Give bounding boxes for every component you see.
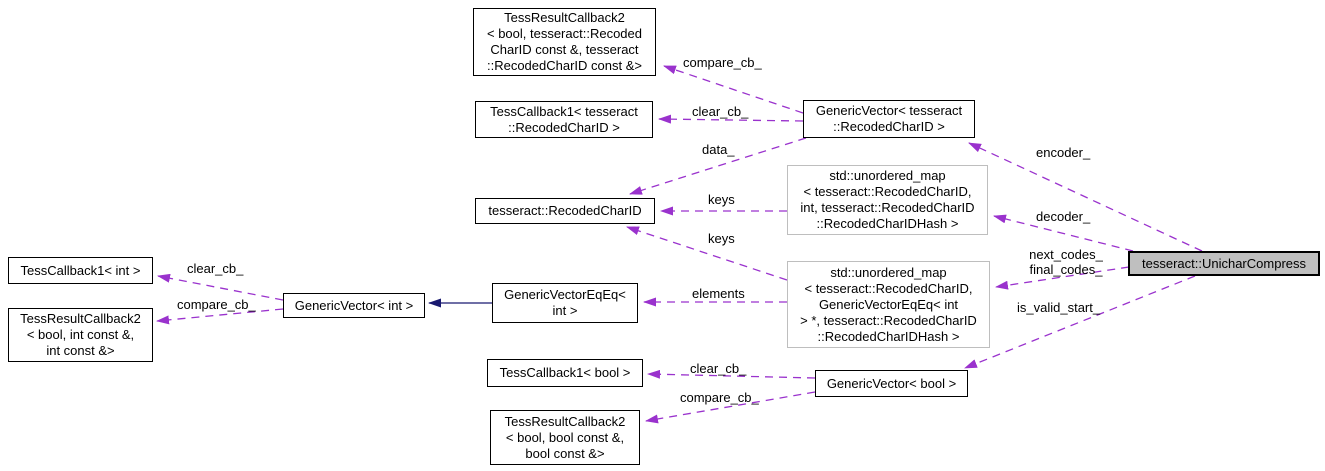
edge-encoder (968, 142, 1203, 252)
edge-label-data: data_ (702, 142, 735, 157)
edge-label-keys-2: keys (708, 231, 735, 246)
node-tesseract-unicharcompress: tesseract::UnicharCompress (1128, 251, 1320, 276)
edge-compare-cb-top (663, 65, 804, 114)
edge-label-encoder: encoder_ (1036, 145, 1091, 160)
edge-label-clear-cb-left: clear_cb_ (187, 261, 244, 276)
node-genericvector-bool[interactable]: GenericVector< bool > (815, 370, 968, 397)
edge-label-decoder: decoder_ (1036, 209, 1091, 224)
edge-decoder (993, 214, 1134, 252)
edge-label-next-final-codes: next_codes_ final_codes_ (1029, 247, 1103, 277)
edge-label-elements: elements (692, 286, 745, 301)
node-tesscallback1-bool[interactable]: TessCallback1< bool > (487, 359, 643, 387)
node-unordered-map-int[interactable]: std::unordered_map < tesseract::RecodedC… (787, 165, 988, 235)
edge-clear-cb-left (157, 273, 284, 301)
edge-compare-cb-left (156, 308, 284, 325)
edge-label-compare-cb-left: compare_cb_ (177, 297, 256, 312)
edge-data (629, 137, 807, 195)
edge-clear-cb-top (658, 114, 804, 124)
node-genericvectoreqeq-int[interactable]: GenericVectorEqEq< int > (492, 283, 638, 323)
node-tessresultcallback2-bool[interactable]: TessResultCallback2 < bool, bool const &… (490, 410, 640, 465)
node-tesscallback1-int[interactable]: TessCallback1< int > (8, 257, 153, 284)
node-tesseract-recodedcharid[interactable]: tesseract::RecodedCharID (475, 198, 655, 224)
node-genericvector-recodedcharid[interactable]: GenericVector< tesseract ::RecodedCharID… (803, 100, 975, 138)
node-tesscallback1-recodedcharid[interactable]: TessCallback1< tesseract ::RecodedCharID… (475, 101, 653, 138)
edge-label-compare-cb-top: compare_cb_ (683, 55, 762, 70)
edge-label-clear-cb-top: clear_cb_ (692, 104, 749, 119)
node-tessresultcallback2-int[interactable]: TessResultCallback2 < bool, int const &,… (8, 308, 153, 362)
edge-compare-cb-bottom (645, 391, 816, 424)
edge-label-is-valid-start: is_valid_start_ (1017, 300, 1101, 315)
edge-label-clear-cb-bottom: clear_cb_ (690, 361, 747, 376)
node-tessresultcallback2-recodedcharid[interactable]: TessResultCallback2 < bool, tesseract::R… (473, 8, 656, 76)
edge-next-final-codes (995, 266, 1130, 290)
edge-label-compare-cb-bottom: compare_cb_ (680, 390, 759, 405)
edge-is-valid-start (964, 275, 1196, 369)
node-genericvector-int[interactable]: GenericVector< int > (283, 293, 425, 318)
edge-keys-2 (626, 226, 788, 281)
edge-label-keys-1: keys (708, 192, 735, 207)
node-unordered-map-genericvectoreqeq[interactable]: std::unordered_map < tesseract::RecodedC… (787, 261, 990, 348)
